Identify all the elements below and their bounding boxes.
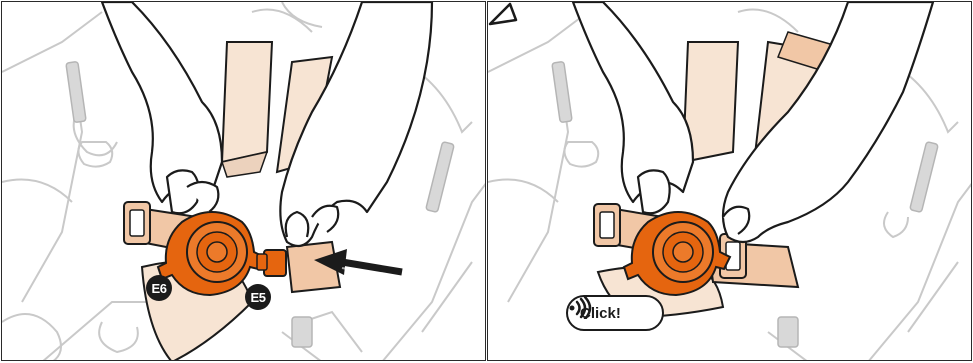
left-illustration	[2, 2, 486, 361]
hands-sketch	[573, 2, 933, 242]
sound-waves-icon	[568, 297, 592, 319]
step-panel-right: Click!	[487, 1, 972, 361]
shoulder-strap-left	[222, 42, 272, 177]
click-speech-bubble: Click!	[566, 295, 664, 331]
foot-sketch	[2, 142, 138, 361]
buckle-tongue-e5	[257, 242, 340, 292]
part-label-e5: E5	[245, 284, 271, 310]
step-panel-left: E6 E5	[1, 1, 486, 361]
right-illustration	[488, 2, 972, 361]
speech-bubble-tail	[488, 2, 528, 26]
part-label-e6: E6	[146, 275, 172, 301]
